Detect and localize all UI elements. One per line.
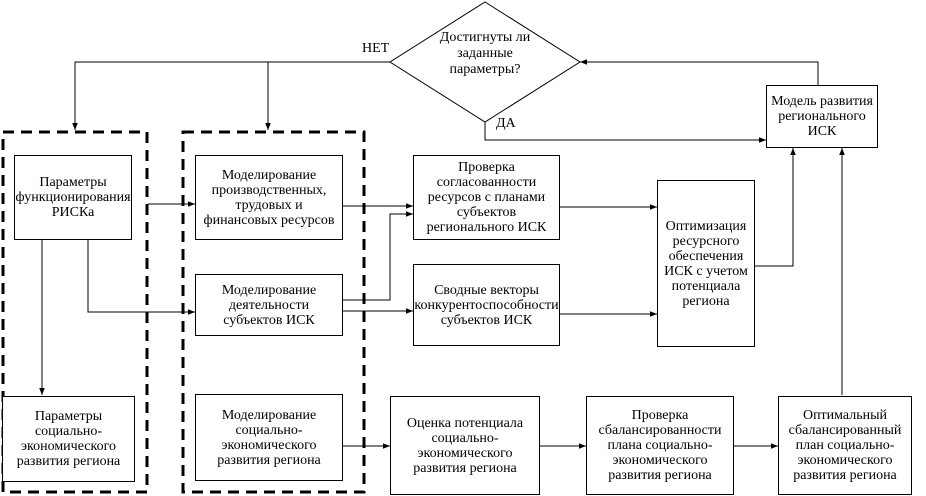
node-model-activity: Моделирование деятельности субъектов ИСК bbox=[195, 274, 343, 336]
node-check-consistency-text: Проверка согласованности ресурсов с план… bbox=[426, 160, 547, 235]
node-params-socio-text: Параметры социально-экономического разви… bbox=[16, 409, 121, 469]
node-optimization: Оптимизация ресурсного обеспечения ИСК с… bbox=[657, 180, 755, 347]
node-assess-potential: Оценка потенциала социально-экономическо… bbox=[390, 396, 540, 495]
arrow-model-to-decision bbox=[580, 59, 819, 85]
node-check-consistency: Проверка согласованности ресурсов с план… bbox=[413, 155, 560, 240]
arrow-activity-to-check bbox=[343, 211, 413, 301]
node-optimal-plan-text: Оптимальный сбалансированный план социал… bbox=[788, 408, 902, 483]
node-check-balance: Проверка сбалансированности плана социал… bbox=[586, 396, 734, 495]
node-optimal-plan: Оптимальный сбалансированный план социал… bbox=[778, 396, 912, 495]
node-model-regional: Модель развития регионального ИСК bbox=[766, 85, 878, 148]
node-model-regional-text: Модель развития регионального ИСК bbox=[771, 94, 873, 139]
node-assess-potential-text: Оценка потенциала социально-экономическо… bbox=[406, 415, 524, 476]
node-model-activity-text: Моделирование деятельности субъектов ИСК bbox=[221, 282, 317, 328]
node-model-socio: Моделирование социально-экономического р… bbox=[195, 394, 343, 481]
label-yes: ДА bbox=[496, 116, 516, 131]
label-no: НЕТ bbox=[362, 41, 390, 56]
arrow-no-to-left-group bbox=[72, 61, 390, 130]
node-params-risk-text: Параметры функционирования РИСКа bbox=[15, 175, 131, 220]
node-model-resources-text: Моделирование производственных, трудовых… bbox=[203, 167, 335, 228]
node-model-resources: Моделирование производственных, трудовых… bbox=[195, 155, 343, 240]
node-params-socio: Параметры социально-экономического разви… bbox=[2, 396, 135, 482]
node-model-socio-text: Моделирование социально-экономического р… bbox=[217, 407, 321, 468]
node-vectors-text: Сводные векторы конкурентоспособности су… bbox=[414, 282, 559, 328]
decision-text: Достигнуты ли заданные параметры? bbox=[439, 30, 531, 77]
arrow-yes-to-model bbox=[484, 122, 766, 143]
node-optimization-text: Оптимизация ресурсного обеспечения ИСК с… bbox=[664, 218, 748, 309]
node-check-balance-text: Проверка сбалансированности плана социал… bbox=[598, 408, 722, 483]
node-vectors: Сводные векторы конкурентоспособности су… bbox=[413, 264, 560, 346]
node-params-risk: Параметры функционирования РИСКа bbox=[14, 155, 132, 240]
arrow-optimization-to-model bbox=[755, 148, 796, 267]
arrow-risk-to-activity bbox=[87, 240, 195, 315]
